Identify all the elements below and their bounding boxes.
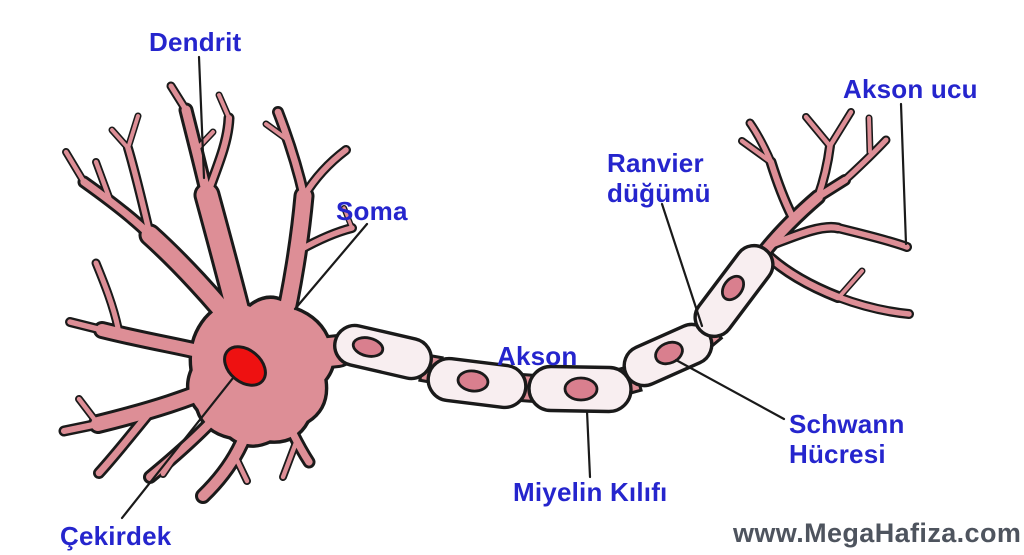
dendrites-fill xyxy=(60,83,355,501)
leader-ranvier xyxy=(660,202,704,328)
leader-soma xyxy=(293,222,369,311)
label-schwann-line1: Schwann xyxy=(789,409,905,439)
axon-terminal-fill xyxy=(739,109,912,317)
label-ranvier: Ranvier düğümü xyxy=(607,148,711,208)
label-ranvier-line2: düğümü xyxy=(607,178,711,208)
label-ranvier-line1: Ranvier xyxy=(607,148,704,178)
label-soma: Soma xyxy=(336,196,408,226)
label-schwann-line2: Hücresi xyxy=(789,439,886,469)
label-dendrit: Dendrit xyxy=(149,27,242,57)
label-schwann: Schwann Hücresi xyxy=(789,409,905,469)
myelin-sheath-segments xyxy=(333,243,775,414)
label-akson: Akson xyxy=(497,341,578,371)
axon-terminal-outline xyxy=(739,109,912,317)
label-akson-ucu: Akson ucu xyxy=(843,74,978,104)
label-miyelin: Miyelin Kılıfı xyxy=(513,477,668,507)
leader-dendrit xyxy=(197,55,206,180)
label-cekirdek: Çekirdek xyxy=(60,521,172,551)
leader-akson-ucu xyxy=(899,102,908,246)
leader-schwann xyxy=(674,358,786,421)
leader-miyelin xyxy=(585,409,592,479)
cell-nucleus xyxy=(223,345,267,387)
dendrites-outline xyxy=(60,83,355,501)
leader-lines xyxy=(120,55,908,520)
watermark: www.MegaHafiza.com xyxy=(733,518,1022,548)
schwann-cell-nuclei xyxy=(351,274,746,402)
leader-cekirdek xyxy=(120,376,235,520)
